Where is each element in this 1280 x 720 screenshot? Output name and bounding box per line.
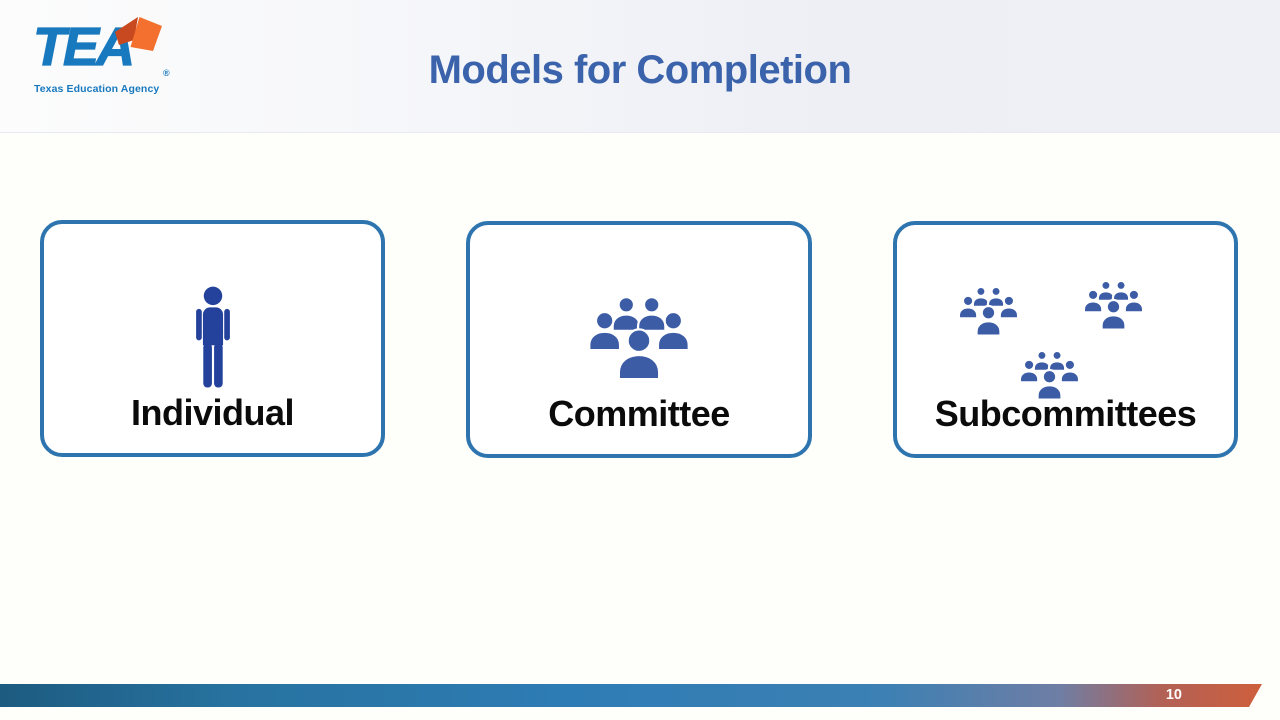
tea-logo-flame-icon (115, 17, 162, 51)
registered-trademark-symbol: ® (163, 68, 170, 78)
model-card-committee: Committee (466, 221, 812, 458)
person-icon (186, 224, 240, 388)
card-label-individual: Individual (130, 392, 295, 433)
model-card-individual: Individual (40, 220, 385, 457)
subcommittee-groups-icon (936, 225, 1196, 377)
card-label-subcommittees: Subcommittees (934, 393, 1197, 434)
committee-group-icon (586, 225, 692, 377)
footer-accent-bar: 10 (0, 684, 1262, 707)
model-card-subcommittees: Subcommittees (893, 221, 1238, 458)
tea-logo: TEA ® Texas Education Agency (32, 16, 193, 106)
card-label-committee: Committee (548, 393, 730, 434)
slide-header-band: TEA ® Texas Education Agency Models for … (0, 0, 1280, 133)
slide-title: Models for Completion (428, 48, 852, 92)
page-number: 10 (1165, 687, 1182, 703)
tea-logo-subtitle: Texas Education Agency (34, 83, 160, 95)
tea-logo-acronym: TEA (32, 16, 135, 77)
